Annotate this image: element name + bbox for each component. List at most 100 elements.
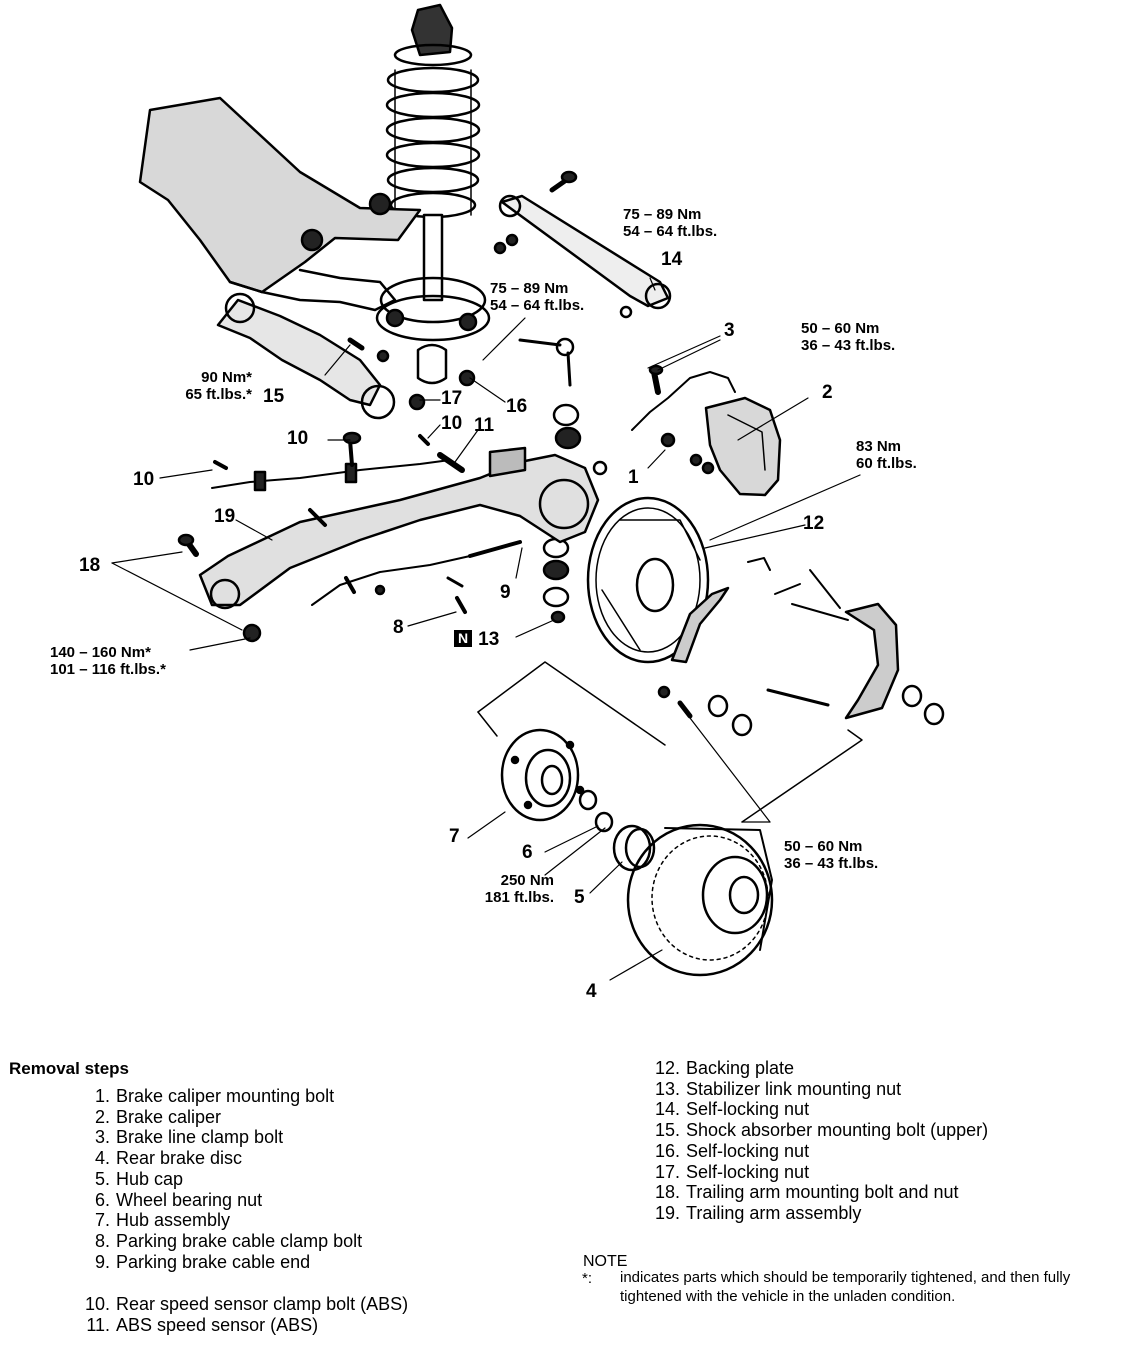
removal-step: 12. Backing plate: [650, 1058, 988, 1079]
torque-nm: 83 Nm: [856, 438, 902, 455]
step-text: Parking brake cable end: [116, 1251, 311, 1272]
step-text: Rear brake disc: [116, 1148, 243, 1169]
step-text: Self-locking nut: [686, 1161, 810, 1182]
step-number: 8.: [94, 1230, 110, 1251]
step-text: Rear speed sensor clamp bolt (ABS): [116, 1294, 409, 1314]
callout-10-c: 10: [133, 469, 155, 490]
removal-step: 17. Self-locking nut: [650, 1162, 988, 1183]
torque-spec-12: 83 Nm 60 ft.lbs.: [856, 438, 917, 472]
callout-6: 6: [522, 842, 533, 863]
callout-5: 5: [574, 887, 585, 908]
step-text: Brake line clamp bolt: [116, 1127, 284, 1148]
callout-12: 12: [803, 513, 825, 534]
step-number: 9.: [94, 1251, 110, 1272]
stabilizer-link: [518, 337, 582, 624]
exploded-suspension-diagram: [111, 3, 945, 981]
step-number: 16.: [654, 1140, 680, 1161]
note-title: NOTE: [583, 1253, 628, 1270]
callout-10-b: 10: [441, 413, 463, 434]
torque-ftlbs: 54 – 64 ft.lbs.: [490, 297, 585, 314]
removal-step: 18. Trailing arm mounting bolt and nut: [650, 1182, 988, 1203]
hub-assembly: [500, 728, 614, 833]
callout-16: 16: [506, 396, 528, 417]
step-number: 12.: [654, 1058, 680, 1078]
torque-ftlbs: 36 – 43 ft.lbs.: [784, 855, 879, 872]
step-number: 7.: [94, 1210, 110, 1231]
torque-nm: 90 Nm*: [201, 369, 252, 386]
step-text: Self-locking nut: [686, 1099, 810, 1120]
step-text: Trailing arm mounting bolt and nut: [686, 1182, 959, 1203]
callout-8: 8: [393, 617, 404, 638]
removal-steps-title: Removal steps: [9, 1059, 129, 1078]
callout-19: 19: [214, 506, 236, 527]
step-number: 10.: [84, 1294, 110, 1314]
step-text: Brake caliper: [116, 1106, 222, 1127]
step-number: 17.: [654, 1161, 680, 1182]
torque-spec-14: 75 – 89 Nm 54 – 64 ft.lbs.: [623, 206, 717, 240]
removal-step: 2. Brake caliper: [80, 1107, 362, 1128]
removal-step: 10. Rear speed sensor clamp bolt (ABS): [80, 1294, 408, 1315]
step-text: Backing plate: [686, 1058, 795, 1078]
step-text: Parking brake cable clamp bolt: [116, 1230, 363, 1251]
torque-spec-hub-bolts: 50 – 60 Nm 36 – 43 ft.lbs.: [784, 838, 878, 872]
removal-steps-list-1: 1. Brake caliper mounting bolt 2. Brake cal…: [80, 1086, 362, 1272]
step-text: ABS speed sensor (ABS): [116, 1314, 319, 1335]
step-text: Self-locking nut: [686, 1140, 810, 1161]
step-number: 18.: [654, 1182, 680, 1203]
callout-15: 15: [263, 386, 285, 407]
removal-step: 8. Parking brake cable clamp bolt: [80, 1231, 362, 1252]
callout-4: 4: [586, 981, 597, 1002]
removal-step: 19. Trailing arm assembly: [650, 1203, 988, 1224]
backing-plate: [586, 496, 710, 664]
torque-ftlbs: 60 ft.lbs.: [856, 455, 917, 472]
trailing-arm: [198, 446, 608, 610]
removal-steps-list-1b: 10. Rear speed sensor clamp bolt (ABS)11.…: [80, 1294, 408, 1335]
parking-brake-shoes: [657, 557, 945, 737]
step-text: Trailing arm assembly: [686, 1202, 862, 1223]
new-part-badge: N: [454, 630, 473, 647]
callout-13: N 13: [454, 630, 499, 650]
torque-ftlbs: 101 – 116 ft.lbs.*: [50, 661, 166, 678]
torque-nm: 50 – 60 Nm: [784, 838, 863, 855]
removal-step: 6.Wheel bearing nut: [80, 1190, 362, 1211]
callout-9: 9: [500, 582, 511, 603]
callout-3: 3: [724, 320, 735, 341]
removal-step: 5. Hub cap: [80, 1169, 362, 1190]
torque-spec-3: 50 – 60 Nm 36 – 43 ft.lbs.: [801, 320, 895, 354]
step-number: 4.: [94, 1148, 110, 1169]
coil-spring-shock-assembly: [375, 3, 491, 385]
rear-crossmember: [138, 96, 422, 420]
torque-spec-15: 90 Nm* 65 ft.lbs.*: [160, 369, 252, 403]
torque-ftlbs: 36 – 43 ft.lbs.: [801, 337, 896, 354]
hub-cap: [612, 824, 656, 872]
torque-nm: 250 Nm: [500, 872, 554, 889]
torque-nm: 50 – 60 Nm: [801, 320, 880, 337]
removal-step: 9. Parking brake cable end: [80, 1252, 362, 1273]
callout-10-a: 10: [287, 428, 309, 449]
step-number: 13.: [654, 1078, 680, 1099]
removal-step: 7.Hub assembly: [80, 1210, 362, 1231]
torque-nm: 75 – 89 Nm: [490, 280, 569, 297]
callout-13-number: 13: [478, 629, 500, 650]
upper-lateral-link: [498, 170, 672, 310]
removal-step: 14.Self-locking nut: [650, 1099, 988, 1120]
callout-1: 1: [628, 467, 639, 488]
step-text: Brake caliper mounting bolt: [116, 1086, 335, 1106]
step-number: 2.: [94, 1106, 110, 1127]
step-number: 3.: [94, 1127, 110, 1148]
note-text: indicates parts which should be temporar…: [620, 1269, 1071, 1305]
step-number: 5.: [94, 1168, 110, 1189]
callout-2: 2: [822, 382, 833, 403]
callout-11: 11: [474, 415, 495, 436]
step-number: 1.: [94, 1086, 110, 1106]
torque-spec-6: 250 Nm 181 ft.lbs.: [460, 872, 554, 906]
removal-step: 1. Brake caliper mounting bolt: [80, 1086, 362, 1107]
callout-17: 17: [441, 388, 463, 409]
step-number: 19.: [654, 1202, 680, 1223]
torque-ftlbs: 54 – 64 ft.lbs.: [623, 223, 718, 240]
removal-step: 16. Self-locking nut: [650, 1141, 988, 1162]
removal-step: 11.ABS speed sensor (ABS): [80, 1315, 408, 1336]
brake-caliper: [631, 364, 782, 497]
step-text: Hub cap: [116, 1168, 184, 1189]
